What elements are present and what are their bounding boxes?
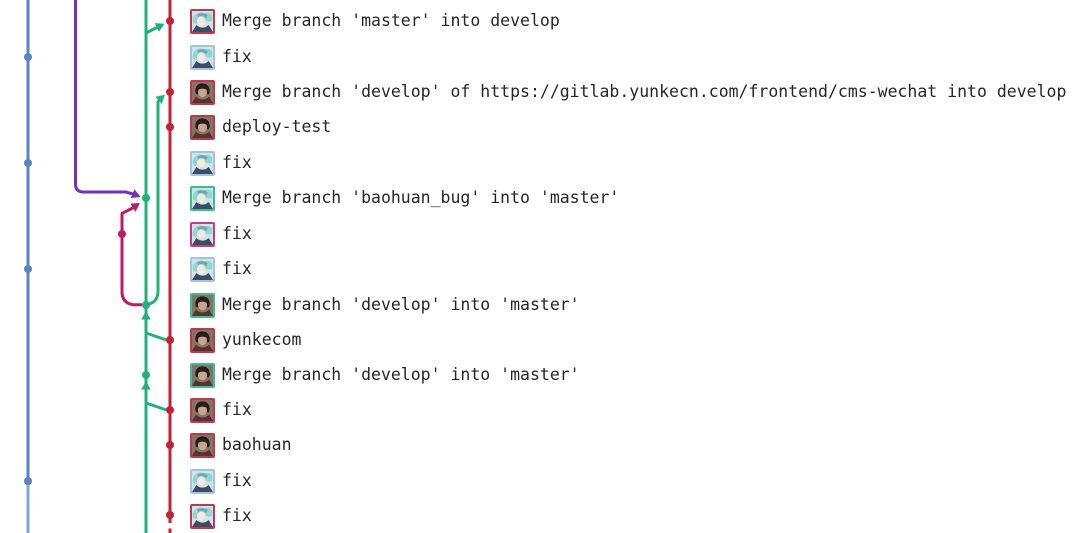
commit-message: fix bbox=[222, 223, 252, 243]
person-photo-avatar-image bbox=[192, 364, 213, 386]
author-avatar bbox=[190, 468, 215, 494]
author-avatar bbox=[190, 8, 215, 34]
commit-dot[interactable] bbox=[142, 371, 150, 379]
commit-dot[interactable] bbox=[118, 230, 126, 238]
author-avatar bbox=[190, 44, 215, 70]
commit-dot[interactable] bbox=[24, 477, 32, 485]
commit-dot[interactable] bbox=[166, 406, 174, 414]
commit-message: fix bbox=[222, 258, 252, 278]
pink-baohuan-bug-branch bbox=[120, 206, 142, 307]
commit-dot[interactable] bbox=[24, 159, 32, 167]
author-avatar bbox=[190, 397, 215, 423]
commit-dot[interactable] bbox=[24, 53, 32, 61]
green-into-master-merge-arrowhead bbox=[154, 23, 165, 32]
person-photo-avatar-image bbox=[192, 294, 213, 316]
commit-row[interactable]: deploy-test bbox=[190, 110, 331, 145]
author-avatar bbox=[190, 362, 215, 388]
commit-row[interactable]: Merge branch 'develop' into 'master' bbox=[190, 358, 580, 393]
author-avatar bbox=[190, 256, 215, 282]
person-photo-avatar-image bbox=[192, 399, 213, 421]
green-diagonal-to-yunkecom bbox=[145, 331, 167, 342]
author-avatar bbox=[190, 292, 215, 318]
pink-into-baohuan-merge-arrowhead bbox=[130, 203, 140, 212]
person-photo-avatar-image bbox=[192, 81, 213, 103]
green-up-into-merge-2-arrowhead bbox=[141, 381, 151, 390]
anime-avatar-image bbox=[192, 187, 213, 209]
commit-message: fix bbox=[222, 46, 252, 66]
commit-row[interactable]: Merge branch 'develop' into 'master' bbox=[190, 288, 580, 323]
commit-row[interactable]: fix bbox=[190, 499, 252, 533]
anime-avatar-image bbox=[192, 223, 213, 245]
commit-message: yunkecom bbox=[222, 329, 302, 349]
commit-dot[interactable] bbox=[142, 301, 150, 309]
commit-dot[interactable] bbox=[166, 123, 174, 131]
commit-dot[interactable] bbox=[24, 265, 32, 273]
commit-row[interactable]: fix bbox=[190, 393, 252, 428]
author-avatar bbox=[190, 221, 215, 247]
commit-row[interactable]: fix bbox=[190, 40, 252, 75]
commit-row[interactable]: fix bbox=[190, 252, 252, 287]
author-avatar bbox=[190, 79, 215, 105]
commit-message: fix bbox=[222, 505, 252, 525]
commit-dot[interactable] bbox=[166, 336, 174, 344]
commit-dot[interactable] bbox=[166, 17, 174, 25]
commit-dot[interactable] bbox=[166, 511, 174, 519]
author-avatar bbox=[190, 432, 215, 458]
anime-avatar-image bbox=[192, 258, 213, 280]
green-up-into-merge-1-arrowhead bbox=[141, 311, 151, 320]
purple-branch-lane bbox=[74, 0, 134, 196]
commit-message: fix bbox=[222, 152, 252, 172]
commit-message: Merge branch 'develop' into 'master' bbox=[222, 294, 580, 314]
commit-message: deploy-test bbox=[222, 116, 332, 136]
commit-message: Merge branch 'master' into develop bbox=[222, 10, 560, 30]
commit-message: fix bbox=[222, 399, 252, 419]
commit-row[interactable]: yunkecom bbox=[190, 323, 301, 358]
commit-dot[interactable] bbox=[166, 441, 174, 449]
anime-avatar-image bbox=[192, 470, 213, 492]
green-top-merge-diagonal bbox=[145, 25, 159, 35]
author-avatar bbox=[190, 503, 215, 529]
author-avatar bbox=[190, 327, 215, 353]
anime-avatar-image bbox=[192, 10, 213, 32]
green-second-lane bbox=[148, 98, 161, 306]
person-photo-avatar-image bbox=[192, 434, 213, 456]
author-avatar bbox=[190, 114, 215, 140]
commit-row[interactable]: fix bbox=[190, 464, 252, 499]
commit-dot[interactable] bbox=[166, 88, 174, 96]
commit-row[interactable]: fix bbox=[190, 217, 252, 252]
commit-message: Merge branch 'develop' of https://gitlab… bbox=[222, 81, 1067, 101]
commit-message: fix bbox=[222, 470, 252, 490]
author-avatar bbox=[190, 185, 215, 211]
anime-avatar-image bbox=[192, 505, 213, 527]
green-into-develop-merge-arrowhead bbox=[155, 94, 165, 104]
anime-avatar-image bbox=[192, 152, 213, 174]
commit-message: Merge branch 'baohuan_bug' into 'master' bbox=[222, 187, 620, 207]
person-photo-avatar-image bbox=[192, 329, 213, 351]
commit-row[interactable]: Merge branch 'baohuan_bug' into 'master' bbox=[190, 181, 619, 216]
commit-row[interactable]: Merge branch 'master' into develop bbox=[190, 4, 560, 39]
commit-dot[interactable] bbox=[142, 194, 150, 202]
author-avatar bbox=[190, 150, 215, 176]
purple-into-baohuan-merge-arrowhead bbox=[130, 189, 141, 199]
commit-row[interactable]: fix bbox=[190, 146, 252, 181]
commit-message: baohuan bbox=[222, 434, 292, 454]
person-photo-avatar-image bbox=[192, 116, 213, 138]
commit-row[interactable]: Merge branch 'develop' of https://gitlab… bbox=[190, 75, 1066, 110]
green-diagonal-to-fix bbox=[145, 401, 167, 412]
commit-message: Merge branch 'develop' into 'master' bbox=[222, 364, 580, 384]
anime-avatar-image bbox=[192, 46, 213, 68]
commit-row[interactable]: baohuan bbox=[190, 428, 292, 463]
